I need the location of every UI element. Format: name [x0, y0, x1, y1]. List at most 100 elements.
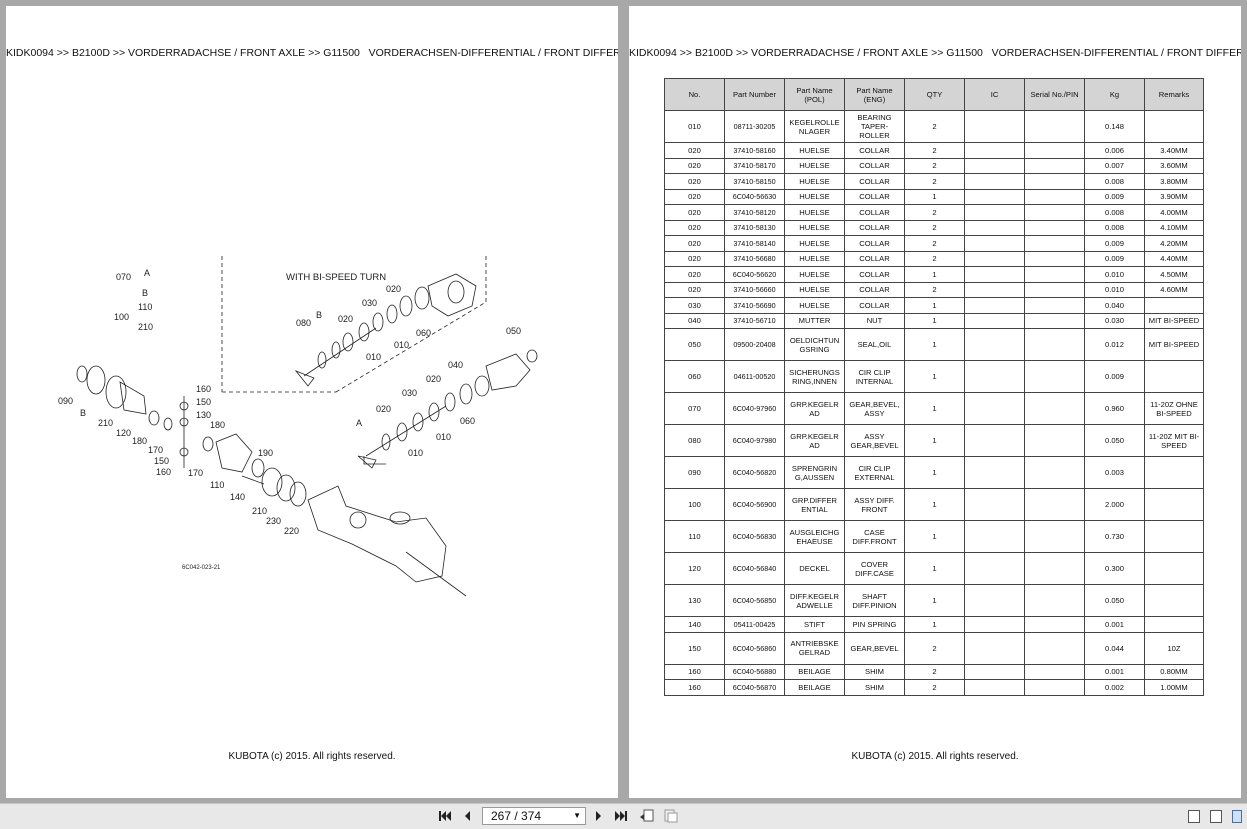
part-no-cell: 010: [664, 110, 725, 143]
ic-cell: [964, 456, 1025, 489]
part-name-eng-cell: SHIM: [844, 679, 905, 696]
ic-cell: [964, 328, 1025, 361]
page-number-select[interactable]: 267 / 374 ▼: [482, 807, 586, 825]
part-no-cell: 090: [664, 456, 725, 489]
part-number-cell: 6C040-56870: [724, 679, 785, 696]
part-no-cell: 060: [664, 360, 725, 393]
part-name-eng-cell: COVER DIFF.CASE: [844, 552, 905, 585]
part-name-eng-cell: COLLAR: [844, 297, 905, 314]
svg-text:190: 190: [258, 448, 273, 458]
serial-cell: [1024, 281, 1085, 298]
part-name-eng-cell: SEAL,OIL: [844, 328, 905, 361]
serial-cell: [1024, 679, 1085, 696]
part-name-pol-cell: MUTTER: [784, 312, 845, 329]
svg-text:230: 230: [266, 516, 281, 526]
drawing-code: 6C042-023-21: [182, 565, 221, 571]
ic-cell: [964, 631, 1025, 665]
ic-cell: [964, 392, 1025, 425]
part-no-cell: 020: [664, 219, 725, 236]
part-name-pol-cell: HUELSE: [784, 142, 845, 159]
part-number-cell: 6C040-56850: [724, 584, 785, 617]
serial-cell: [1024, 250, 1085, 267]
part-number-cell: 6C040-56620: [724, 266, 785, 283]
next-page-icon[interactable]: [590, 808, 608, 824]
serial-cell: [1024, 552, 1085, 585]
svg-text:020: 020: [426, 374, 441, 384]
part-name-eng-cell: SHAFT DIFF.PINION: [844, 584, 905, 617]
weight-cell: 0.006: [1084, 142, 1145, 159]
part-no-cell: 070: [664, 392, 725, 425]
last-page-icon[interactable]: [612, 808, 630, 824]
previous-page-icon[interactable]: [458, 808, 476, 824]
part-no-cell: 160: [664, 663, 725, 680]
part-name-eng-cell: PIN SPRING: [844, 616, 905, 633]
remarks-cell: 11-20Z OHNE BI-SPEED: [1144, 392, 1204, 425]
part-no-cell: 020: [664, 204, 725, 221]
part-number-cell: 08711-30205: [724, 110, 785, 143]
part-number-cell: 6C040-56630: [724, 188, 785, 205]
svg-text:A: A: [144, 268, 150, 278]
serial-cell: [1024, 392, 1085, 425]
first-page-icon[interactable]: [436, 808, 454, 824]
svg-text:020: 020: [386, 284, 401, 294]
part-number-cell: 37410-56680: [724, 250, 785, 267]
svg-text:160: 160: [156, 467, 171, 477]
svg-text:080: 080: [296, 318, 311, 328]
continuous-view-icon[interactable]: [1210, 810, 1222, 823]
go-back-icon[interactable]: [638, 808, 656, 824]
svg-text:100: 100: [114, 312, 129, 322]
remarks-cell: 4.20MM: [1144, 235, 1204, 252]
part-no-cell: 110: [664, 520, 725, 553]
part-name-eng-cell: COLLAR: [844, 266, 905, 283]
part-no-cell: 080: [664, 424, 725, 457]
qty-cell: 1: [904, 616, 965, 633]
ic-cell: [964, 424, 1025, 457]
part-name-pol-cell: DIFF.KEGELR ADWELLE: [784, 584, 845, 617]
svg-text:150: 150: [154, 456, 169, 466]
go-forward-icon[interactable]: [662, 808, 680, 824]
svg-text:120: 120: [116, 428, 131, 438]
qty-cell: 1: [904, 360, 965, 393]
serial-cell: [1024, 488, 1085, 521]
ic-cell: [964, 250, 1025, 267]
serial-cell: [1024, 188, 1085, 205]
part-number-cell: 37410-56690: [724, 297, 785, 314]
remarks-cell: [1144, 552, 1204, 585]
remarks-cell: 11-20Z MIT BI-SPEED: [1144, 424, 1204, 457]
part-name-pol-cell: HUELSE: [784, 157, 845, 174]
svg-text:010: 010: [408, 448, 423, 458]
svg-text:130: 130: [196, 410, 211, 420]
remarks-cell: [1144, 584, 1204, 617]
ic-cell: [964, 584, 1025, 617]
part-no-cell: 030: [664, 297, 725, 314]
ic-cell: [964, 488, 1025, 521]
serial-cell: [1024, 328, 1085, 361]
remarks-cell: 4.00MM: [1144, 204, 1204, 221]
column-header: No.: [664, 78, 725, 111]
part-name-pol-cell: GRP.DIFFER ENTIAL: [784, 488, 845, 521]
remarks-cell: [1144, 616, 1204, 633]
part-name-pol-cell: HUELSE: [784, 219, 845, 236]
remarks-cell: 0.80MM: [1144, 663, 1204, 680]
single-page-view-icon[interactable]: [1188, 810, 1200, 823]
remarks-cell: 3.40MM: [1144, 142, 1204, 159]
part-name-pol-cell: STIFT: [784, 616, 845, 633]
svg-text:040: 040: [448, 360, 463, 370]
facing-pages-view-icon[interactable]: [1232, 810, 1242, 823]
part-name-eng-cell: GEAR,BEVEL: [844, 631, 905, 665]
weight-cell: 0.001: [1084, 616, 1145, 633]
qty-cell: 2: [904, 250, 965, 267]
qty-cell: 1: [904, 297, 965, 314]
serial-cell: [1024, 297, 1085, 314]
remarks-cell: [1144, 456, 1204, 489]
ic-cell: [964, 663, 1025, 680]
part-name-pol-cell: GRP.KEGELR AD: [784, 424, 845, 457]
weight-cell: 0.300: [1084, 552, 1145, 585]
